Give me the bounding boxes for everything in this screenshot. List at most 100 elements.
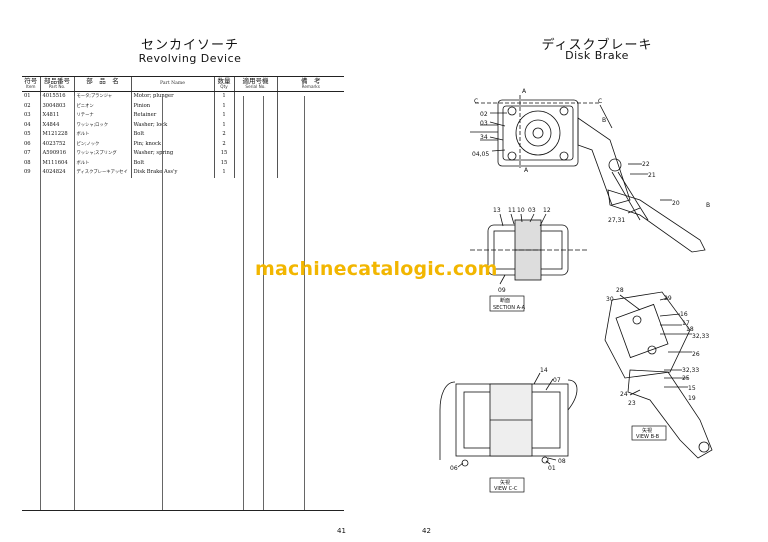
cell-name-en: Pin; knock <box>130 139 214 149</box>
svg-text:矢視: 矢視 <box>500 479 510 486</box>
callout-label: 29 <box>664 295 672 302</box>
cell-item: 08 <box>24 159 31 166</box>
cell-name-en: Retainer <box>130 111 214 121</box>
callout-label: 03 <box>528 207 536 214</box>
page-number: 42 <box>422 527 431 535</box>
callout-label: 01 <box>548 465 556 472</box>
callout-label: C <box>474 98 478 105</box>
column-rule <box>304 96 305 510</box>
cell-serial <box>233 158 277 168</box>
cell-qty: 15 <box>213 149 234 159</box>
callout-label: 10 <box>517 207 525 214</box>
cell-item: 04 <box>24 121 31 128</box>
cell-serial <box>233 168 277 178</box>
callout-label: 25 <box>682 375 690 382</box>
callout-label: 02 <box>480 111 488 118</box>
callout-label: 16 <box>680 311 688 318</box>
page-title-jp: ディスクブレーキ <box>541 38 653 53</box>
view-cc-label: 矢視 VIEW C-C <box>489 477 525 493</box>
callout-label: 21 <box>648 172 656 179</box>
callout-label: 15 <box>688 385 696 392</box>
watermark-text: machinecatalogic.com <box>255 258 498 280</box>
section-aa-label: 断面 SECTION A-A <box>489 295 526 312</box>
cell-remarks <box>276 91 344 102</box>
callout-label: 04,05 <box>472 151 489 158</box>
callout-label: 22 <box>642 161 650 168</box>
column-rule <box>162 96 163 510</box>
callout-label: 13 <box>493 207 501 214</box>
table-bottom-rule <box>22 510 344 511</box>
cell-serial <box>233 139 277 149</box>
cell-item: 09 <box>24 169 31 175</box>
cell-remarks <box>276 111 344 121</box>
svg-text:VIEW C-C: VIEW C-C <box>494 486 518 492</box>
callout-label: 17 <box>682 320 690 327</box>
callout-label: 14 <box>540 367 548 374</box>
column-rule <box>243 96 244 510</box>
cell-name-en: Disk Brake Ass'y <box>130 168 214 178</box>
cell-name-en: Bolt <box>130 130 214 140</box>
svg-text:断面: 断面 <box>500 297 510 304</box>
cell-qty: 1 <box>213 111 234 121</box>
callout-label: B <box>602 117 606 124</box>
callout-label: 07 <box>553 377 561 384</box>
svg-text:VIEW B-B: VIEW B-B <box>636 434 660 440</box>
callout-label: 08 <box>558 458 566 465</box>
cell-qty: 2 <box>213 130 234 140</box>
callout-label: 27,31 <box>608 217 625 224</box>
cell-serial <box>233 91 277 102</box>
page-number: 41 <box>337 527 346 535</box>
callout-label: C <box>598 98 602 105</box>
cell-remarks <box>276 168 344 178</box>
cell-item: 03 <box>24 112 31 118</box>
col-header-name-en: Part Name <box>130 76 214 92</box>
cell-qty: 15 <box>213 158 234 168</box>
callout-label: 34 <box>480 134 488 141</box>
cell-item: 01 <box>24 93 31 99</box>
view-bb-label: 矢視 VIEW B-B <box>631 425 667 441</box>
cell-serial <box>233 149 277 159</box>
cell-remarks <box>276 158 344 168</box>
callout-label: B <box>706 202 710 209</box>
callout-label: 32,33 <box>682 367 699 374</box>
callout-label: 09 <box>498 287 506 294</box>
cell-serial <box>233 130 277 140</box>
cell-name-en: Pinion <box>130 101 214 111</box>
svg-text:SECTION A-A: SECTION A-A <box>493 305 526 311</box>
cell-serial <box>233 101 277 111</box>
cell-item: 05 <box>24 131 31 137</box>
cell-name-en: Motor; plunger <box>130 91 214 102</box>
callout-label: 06 <box>450 465 458 472</box>
cell-remarks <box>276 130 344 140</box>
column-rule <box>40 96 41 510</box>
callout-label: 32,33 <box>692 333 709 340</box>
callout-label: 19 <box>688 395 696 402</box>
cell-qty: 1 <box>213 91 234 102</box>
column-rule <box>263 96 264 510</box>
callout-label: 12 <box>543 207 551 214</box>
cell-qty: 1 <box>213 120 234 130</box>
cell-item: 07 <box>24 150 31 156</box>
col-header-name-jp: 部 品 名 <box>73 76 131 92</box>
cell-name-en: Bolt <box>130 158 214 168</box>
callout-label: 30 <box>606 296 614 303</box>
callout-label: A <box>522 88 527 95</box>
cell-item: 02 <box>24 102 31 109</box>
cell-name-en: Washer; lock <box>130 120 214 130</box>
cell-qty: 1 <box>213 101 234 111</box>
cell-qty: 1 <box>213 168 234 178</box>
right-page: ディスクブレーキ Disk Brake 42 <box>384 0 768 542</box>
cell-serial <box>233 111 277 121</box>
callout-label: 03 <box>480 120 488 127</box>
